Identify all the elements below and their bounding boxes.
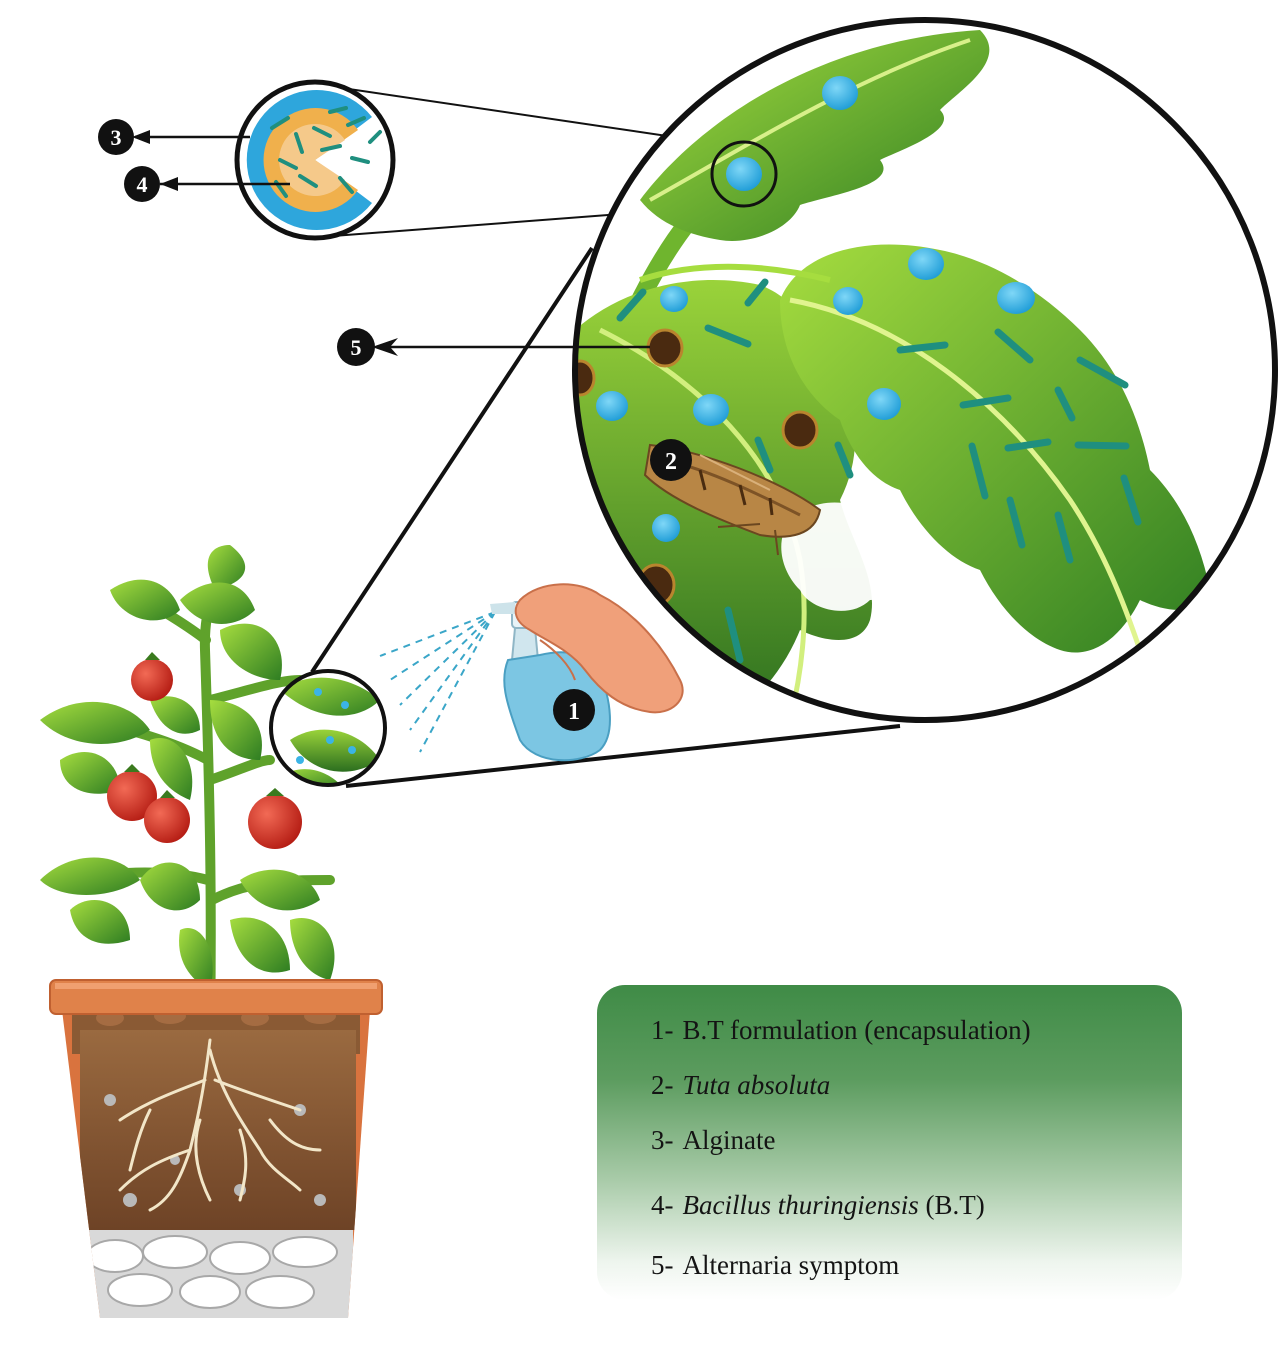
legend-text: Alternaria symptom [682, 1250, 900, 1280]
legend-item-5: 5- Alternaria symptom [651, 1250, 899, 1281]
top-leaf [640, 30, 990, 241]
legend-box: 1- B.T formulation (encapsulation) 2- Tuta… [597, 985, 1182, 1300]
svg-text:1: 1 [568, 699, 580, 725]
marker-arrows [135, 135, 650, 349]
spray-cloud [781, 502, 908, 611]
hand [514, 583, 684, 714]
legend-italic-text: Bacillus thuringiensis [682, 1190, 919, 1220]
legend-number: 5- [651, 1250, 674, 1280]
zoom-connector-lines [310, 246, 901, 788]
legend-italic-text: Tuta absoluta [682, 1070, 831, 1100]
legend-number: 2- [651, 1070, 674, 1100]
alginate-capsule-view [234, 79, 396, 241]
spray-mist [379, 611, 496, 753]
right-leaf [780, 244, 1210, 653]
svg-text:3: 3 [111, 125, 122, 150]
legend-text: (B.T) [918, 1190, 985, 1220]
capsule-droplets [596, 76, 1035, 542]
legend-item-4: 4- Bacillus thuringiensis (B.T) [651, 1190, 985, 1221]
marker-3: 3 [98, 119, 134, 155]
legend-number: 1- [651, 1015, 674, 1045]
legend-number: 3- [651, 1125, 674, 1155]
bacteria-rods [616, 278, 1142, 664]
legend-item-1: 1- B.T formulation (encapsulation) [651, 1015, 1031, 1046]
svg-text:2: 2 [665, 449, 677, 475]
magnified-leaf-view [575, 20, 1275, 720]
marker-4: 4 [124, 166, 160, 202]
svg-text:5: 5 [351, 335, 362, 360]
legend-text: Alginate [682, 1125, 776, 1155]
magnified-circle-border [572, 17, 1278, 723]
plant-leaf-zoom-circle [269, 669, 387, 787]
legend-number: 4- [651, 1190, 674, 1220]
tomatoes [107, 659, 302, 849]
marker-1: 1 [553, 689, 595, 731]
legend-item-3: 3- Alginate [651, 1125, 775, 1156]
tomato-plant [40, 545, 335, 1035]
marker-2: 2 [650, 439, 692, 481]
svg-text:4: 4 [137, 172, 148, 197]
marker-5: 5 [337, 328, 375, 366]
legend-item-2: 2- Tuta absoluta [651, 1070, 830, 1101]
legend-text: B.T formulation (encapsulation) [682, 1015, 1031, 1045]
flower-pot [49, 979, 383, 1318]
droplet-highlight-ring [710, 140, 778, 208]
